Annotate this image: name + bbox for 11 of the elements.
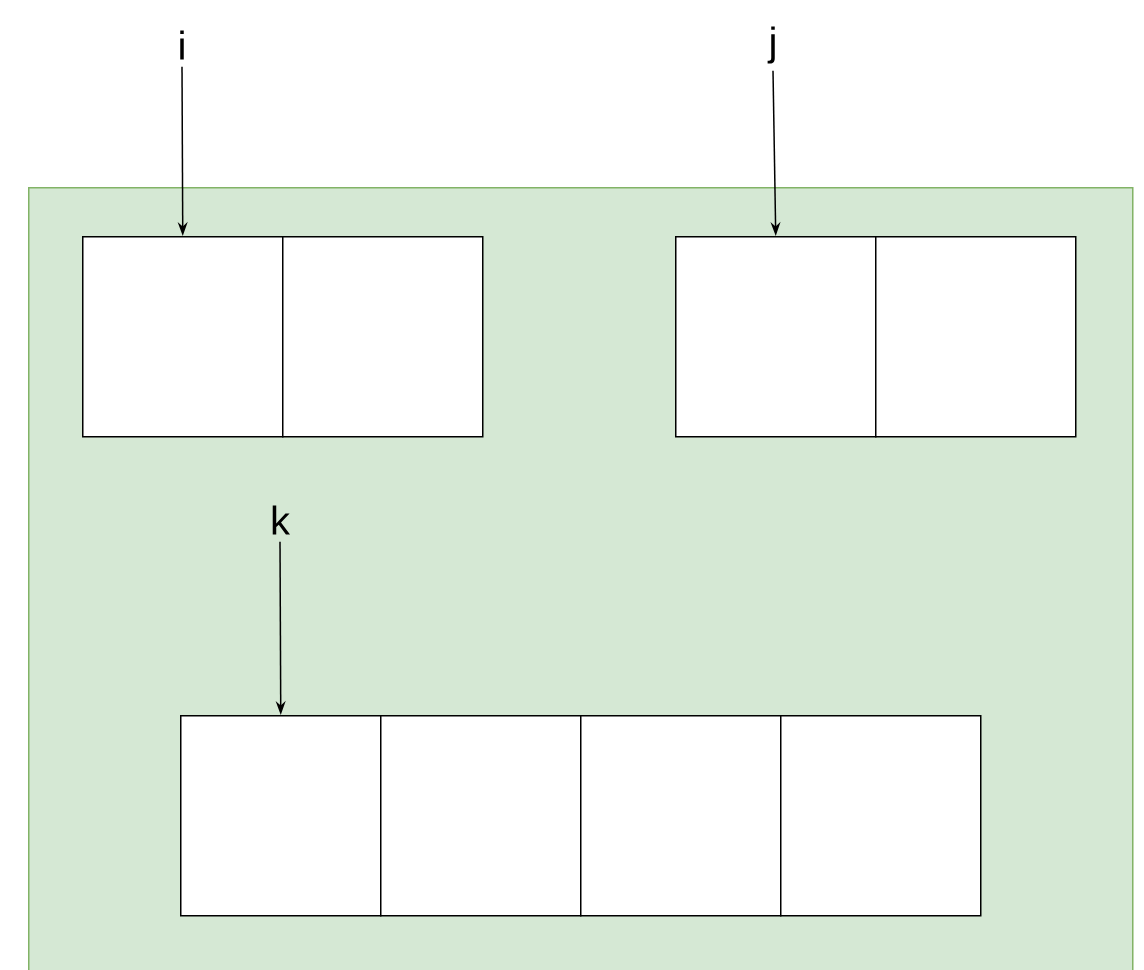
letter-label: i <box>180 30 184 60</box>
cell-box <box>380 715 582 917</box>
letter-label: j <box>767 26 775 64</box>
cell-box <box>180 715 382 917</box>
cell-box <box>780 715 982 917</box>
cell-box <box>580 715 782 917</box>
cell-box <box>282 236 484 438</box>
cell-box <box>875 236 1077 438</box>
letter-label: k <box>272 505 291 535</box>
cell-box <box>675 236 877 438</box>
cell-box <box>82 236 284 438</box>
